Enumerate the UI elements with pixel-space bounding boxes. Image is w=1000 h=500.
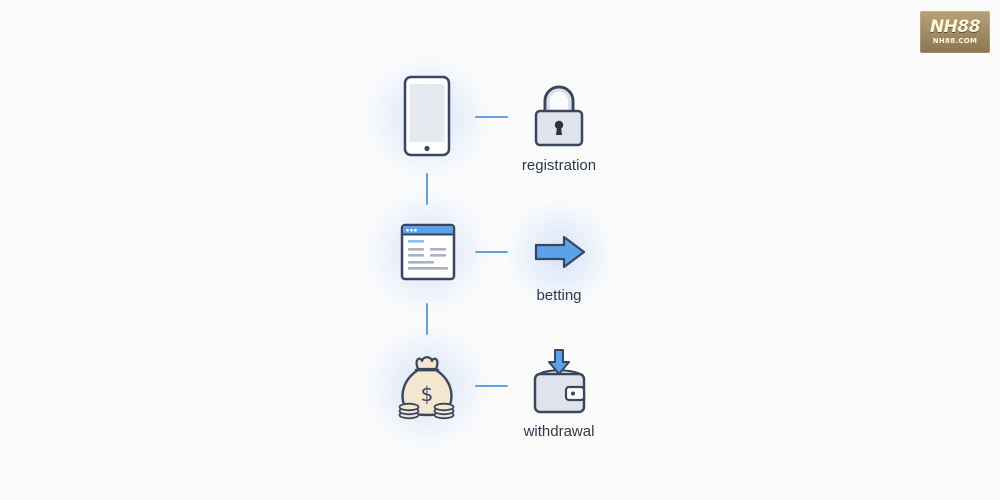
connector-line — [475, 116, 508, 118]
step-label-withdrawal: withdrawal — [523, 423, 595, 440]
brand-logo-text: NH88 — [929, 17, 981, 37]
connector-line — [426, 303, 428, 335]
money-bag-icon: $ — [398, 356, 455, 420]
connector-line — [426, 173, 428, 205]
connector-line — [475, 385, 508, 387]
connector-line — [475, 251, 508, 253]
step-label-registration: registration — [521, 157, 597, 174]
padlock-icon — [534, 85, 584, 147]
arrow-right-icon — [534, 235, 586, 269]
brand-logo-domain: NH88.COM — [932, 37, 978, 45]
browser-window-icon — [400, 223, 456, 281]
brand-logo: NH88 NH88.COM — [920, 11, 990, 53]
svg-text:$: $ — [421, 382, 434, 406]
wallet-deposit-icon — [533, 349, 586, 414]
step-label-betting: betting — [536, 287, 582, 304]
smartphone-icon — [403, 75, 451, 157]
